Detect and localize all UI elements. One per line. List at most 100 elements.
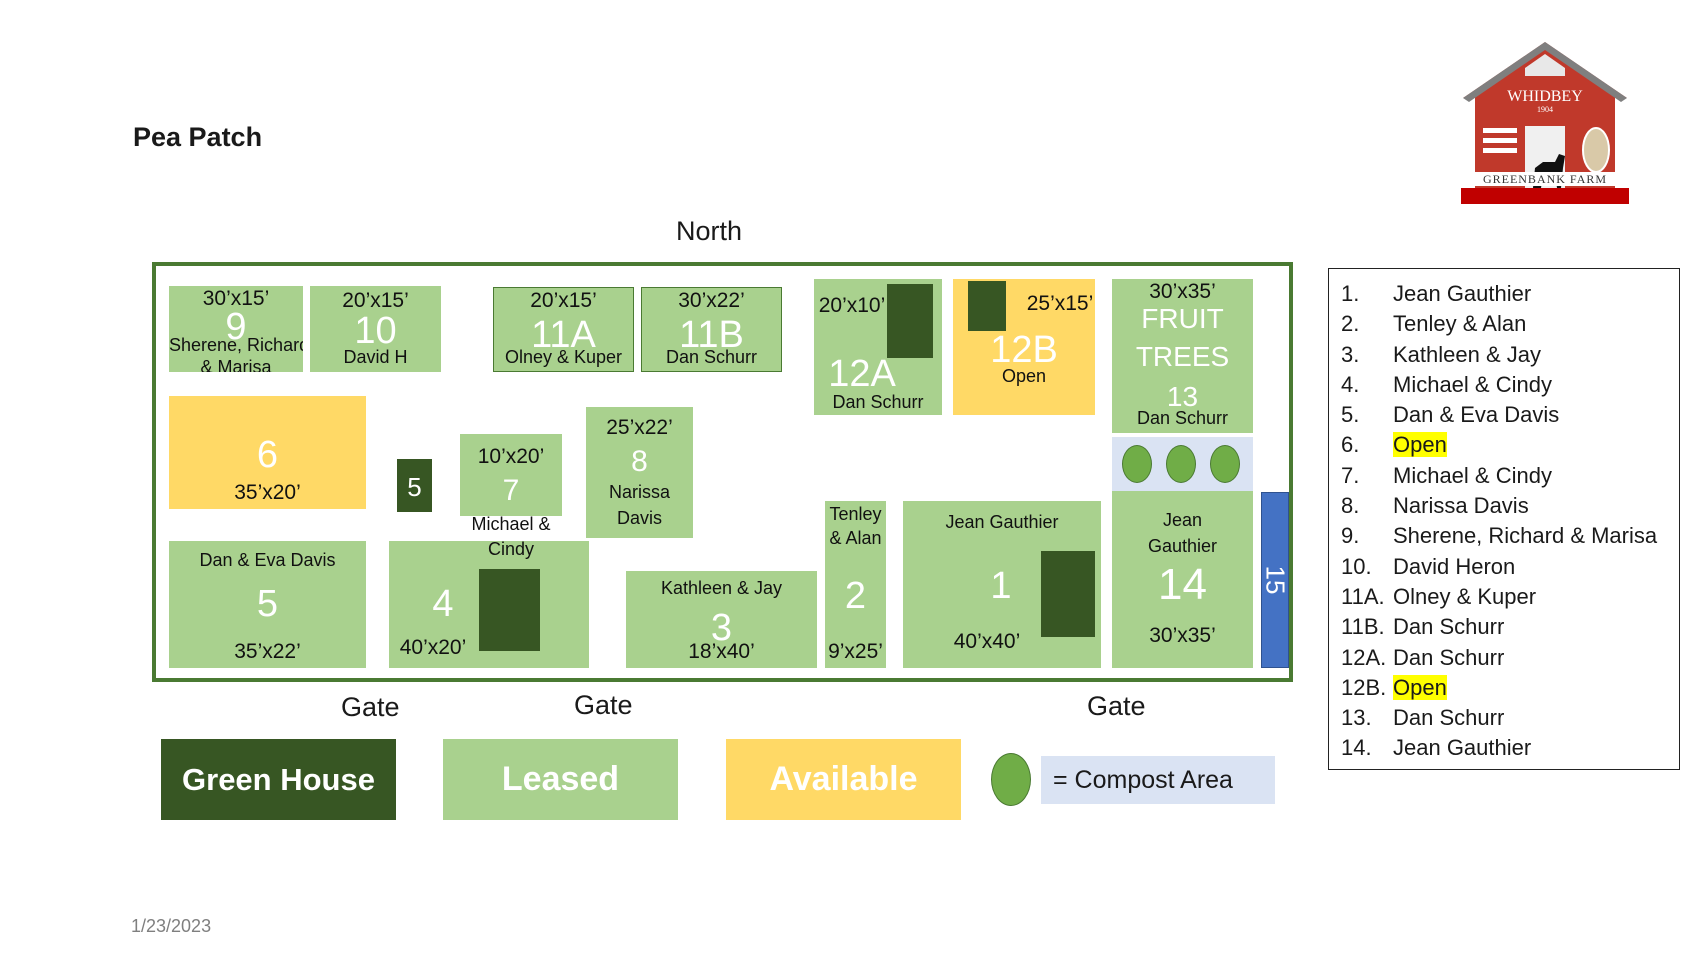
plot-7-name: Michael &: [471, 514, 551, 534]
owner-list-name: Open: [1393, 674, 1447, 700]
owner-list-label: 12B.: [1341, 674, 1387, 700]
plot-2-dim: 9’x25’: [828, 640, 883, 663]
owner-list-label: 10.: [1341, 553, 1372, 579]
plot-14-dim: 30’x35’: [1149, 624, 1216, 647]
owner-list-name: Dan Schurr: [1393, 644, 1505, 670]
compost-bin-3: [1210, 445, 1240, 483]
pea-patch-field: 30’x15’ 9 Sherene, Richard & Marisa 20’x…: [152, 262, 1293, 682]
plot-10[interactable]: 20’x15’ 10 David H: [310, 286, 441, 372]
owner-list-name: Sherene, Richard & Marisa: [1393, 523, 1658, 549]
owner-list-label: 2.: [1341, 311, 1360, 337]
plot-12b[interactable]: 25’x15’ 12B Open: [953, 279, 1095, 415]
plot-12a-number: 12A: [828, 353, 896, 395]
plot-8-dim: 25’x22’: [606, 416, 673, 439]
plot-7[interactable]: 10’x20’ 7: [460, 434, 562, 516]
owner-list-label: 6.: [1341, 432, 1360, 458]
date-stamp: 1/23/2023: [131, 916, 212, 936]
gate-3: Gate: [1087, 691, 1146, 721]
plot-9-name-2: & Marisa: [200, 357, 272, 372]
plot-14[interactable]: Jean Gauthier 14 30’x35’: [1112, 491, 1253, 668]
legend-greenhouse-label: Green House: [182, 761, 375, 797]
owner-list-name: Dan & Eva Davis: [1393, 402, 1560, 428]
plot-5[interactable]: Dan & Eva Davis 5 35’x22’: [169, 541, 366, 668]
plot-1-number: 1: [990, 565, 1012, 607]
plot-3[interactable]: Kathleen & Jay 3 18’x40’: [626, 571, 817, 668]
plot-12b-greenhouse: [968, 281, 1006, 331]
logo-bottom-text: GREENBANK FARM: [1483, 172, 1607, 186]
legend-available-label: Available: [769, 760, 918, 798]
gate-1: Gate: [341, 692, 400, 722]
plot-4-number: 4: [432, 583, 454, 625]
plot-15-number: 15: [1260, 565, 1291, 595]
owner-list-name: Narissa Davis: [1393, 493, 1529, 519]
north-label: North: [676, 216, 743, 246]
logo-top-text: WHIDBEY: [1507, 88, 1583, 105]
owner-list-label: 12A.: [1341, 644, 1387, 670]
plot-12a[interactable]: 20’x10’ 12A Dan Schurr: [814, 279, 942, 415]
owner-list-label: 11A.: [1341, 583, 1385, 609]
plot-9-name: Sherene, Richard: [169, 335, 303, 355]
owner-list-item: 9. Sherene, Richard & Marisa: [1341, 521, 1679, 551]
plot-11b[interactable]: 30’x22’ 11B Dan Schurr: [641, 287, 782, 372]
gate-2: Gate: [574, 690, 633, 720]
plot-2[interactable]: Tenley & Alan 2 9’x25’: [825, 501, 886, 668]
plot-4-greenhouse: [479, 569, 540, 651]
plot-1-name: Jean Gauthier: [945, 512, 1059, 532]
owner-list-label: 8.: [1341, 493, 1360, 519]
plot-13-name: Dan Schurr: [1136, 408, 1229, 428]
plot-11a-dim: 20’x15’: [530, 289, 597, 312]
owner-list-item: 11B.Dan Schurr: [1341, 612, 1679, 642]
owner-list-item: 5.Dan & Eva Davis: [1341, 400, 1679, 430]
owner-list-name: Dan Schurr: [1393, 705, 1505, 731]
legend-compost-label: = Compost Area: [1053, 765, 1233, 794]
plot-2-number: 2: [844, 575, 867, 617]
owner-list-item: 8. Narissa Davis: [1341, 491, 1679, 521]
plot-11a[interactable]: 20’x15’ 11A Olney & Kuper: [493, 287, 634, 372]
plot-7-dim: 10’x20’: [477, 445, 545, 468]
plot-6[interactable]: 6 35’x20’: [169, 396, 366, 509]
plot-8[interactable]: 25’x22’ 8 Narissa Davis: [586, 407, 693, 538]
plot-9[interactable]: 30’x15’ 9 Sherene, Richard & Marisa: [169, 286, 303, 372]
owner-list-label: 4.: [1341, 371, 1360, 397]
legend-compost-area: = Compost Area: [1041, 756, 1275, 804]
plot-1-greenhouse: [1041, 551, 1095, 637]
plot-11b-dim: 30’x22’: [678, 289, 745, 312]
legend-greenhouse: Green House: [161, 739, 396, 820]
compost-area: [1112, 437, 1253, 491]
plot-13[interactable]: 30’x35’ FRUIT TREES 13 Dan Schurr: [1112, 279, 1253, 433]
plot-15[interactable]: 15: [1260, 492, 1291, 668]
greenhouse-5[interactable]: 5: [397, 459, 432, 512]
plot-10-number: 10: [354, 310, 397, 352]
owner-list-item: 12A.Dan Schurr: [1341, 643, 1679, 673]
page-title: Pea Patch: [133, 122, 263, 152]
owner-list-item: 14.Jean Gauthier: [1341, 733, 1679, 763]
owner-list-label: 13.: [1341, 705, 1372, 731]
plot-4[interactable]: 4 40’x20’: [389, 541, 589, 668]
plot-3-name: Kathleen & Jay: [660, 578, 783, 598]
plot-3-dim: 18’x40’: [688, 640, 755, 663]
owner-list-name: Olney & Kuper: [1393, 583, 1537, 609]
owner-list-item: 10.David Heron: [1341, 552, 1679, 582]
plot-7-number: 7: [502, 474, 520, 507]
owner-list-label: 3.: [1341, 341, 1360, 367]
greenhouse-5-number: 5: [407, 472, 422, 502]
plot-1[interactable]: Jean Gauthier 1 40’x40’: [903, 501, 1101, 668]
owner-list-item: 4. Michael & Cindy: [1341, 370, 1679, 400]
plot-11b-number: 11B: [679, 314, 744, 356]
owner-list-name: Michael & Cindy: [1393, 371, 1552, 397]
owner-list-name: Michael & Cindy: [1393, 462, 1552, 488]
owner-list-name: Dan Schurr: [1393, 614, 1505, 640]
owner-list-name: Jean Gauthier: [1393, 281, 1532, 306]
plot-13-label-1: FRUIT: [1141, 303, 1224, 334]
owner-list-label: 1.: [1341, 281, 1360, 306]
plot-5-dim: 35’x22’: [234, 640, 301, 663]
plot-6-number: 6: [256, 434, 279, 476]
owner-list-label: 9.: [1341, 523, 1360, 549]
plot-7-name-2: Cindy: [487, 539, 535, 559]
plot-12b-number: 12B: [990, 329, 1058, 371]
plot-5-name: Dan & Eva Davis: [199, 550, 336, 570]
plot-14-number: 14: [1158, 560, 1207, 609]
logo-year: 1904: [1537, 105, 1553, 114]
plot-9-number: 9: [225, 306, 247, 348]
